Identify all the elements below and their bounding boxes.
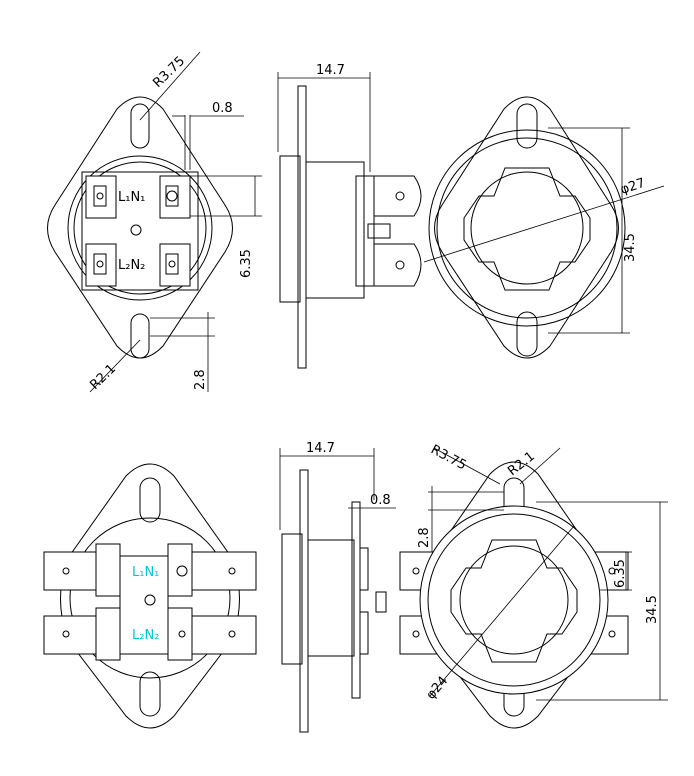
bottom-back-view: R3.75 R2.1 2.8 6.35 34.5 φ24: [399, 442, 668, 729]
bottom-side-thickness: 0.8: [370, 493, 391, 508]
top-front-view: L₁N₁ L₂N₂ R3.75 0.8 6.35 R2.1 2.8: [47, 51, 262, 393]
bottom-back-radius-large: R3.75: [428, 442, 469, 473]
top-front-label-2: L₂N₂: [118, 258, 145, 273]
top-front-offset: 2.8: [193, 369, 208, 390]
bottom-front-label-1: L₁N₁: [132, 565, 159, 580]
bottom-back-terminal-gap: 6.35: [613, 559, 628, 588]
top-back-diameter: φ27: [619, 176, 648, 198]
bottom-back-diameter: φ24: [424, 674, 452, 703]
top-back-view: 34.5 φ27: [423, 96, 665, 359]
bottom-front-label-2: L₂N₂: [132, 628, 159, 643]
top-front-terminal-gap: 6.35: [239, 249, 254, 278]
top-back-height: 34.5: [623, 233, 638, 262]
top-front-label-1: L₁N₁: [118, 190, 145, 205]
bottom-back-radius-small: R2.1: [505, 449, 538, 479]
bottom-side-view: 14.7 0.8: [279, 441, 396, 733]
top-side-view: 14.7: [277, 63, 422, 369]
bottom-back-offset: 2.8: [417, 527, 432, 548]
bottom-back-height: 34.5: [645, 595, 660, 624]
bottom-front-view: L₁N₁ L₂N₂: [43, 463, 257, 729]
top-side-width: 14.7: [316, 63, 345, 78]
bottom-side-width: 14.7: [306, 441, 335, 456]
top-front-thickness: 0.8: [212, 101, 233, 116]
